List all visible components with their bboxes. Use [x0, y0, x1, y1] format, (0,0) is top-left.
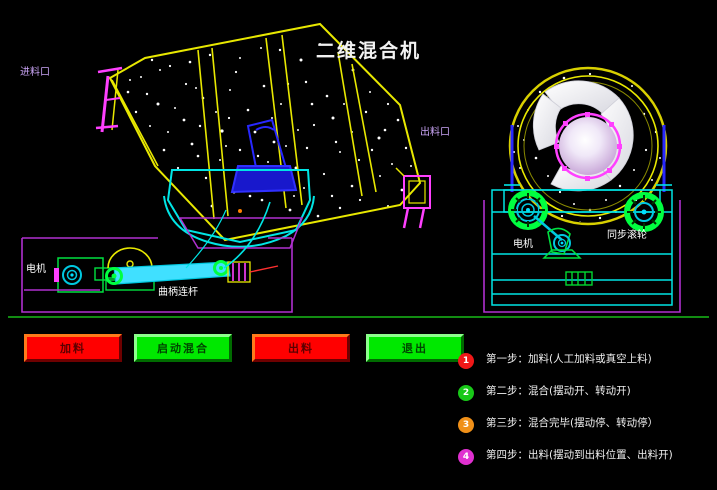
- label-discharge-outlet: 出料口: [420, 127, 450, 138]
- swing-cradle: [163, 169, 315, 248]
- label-sync-roller: 同步滚轮: [607, 230, 647, 241]
- right-outer-frame: [483, 200, 681, 313]
- step-text: 第三步：混合完毕(摆动停、转动停）: [486, 417, 659, 429]
- control-button-bar: 加料 启动混合 出料 退出: [0, 334, 464, 368]
- discharge-port: [395, 167, 431, 229]
- crank-linkage: [94, 201, 279, 291]
- step-text: 第二步：混合(摆动开、转动开): [486, 385, 631, 397]
- discharge-button[interactable]: 出料: [252, 334, 350, 362]
- step-item: 4 第四步：出料(摆动到出料位置、出料开): [458, 448, 708, 470]
- drum-shell-outline: [108, 22, 422, 242]
- process-step-list: 1 第一步：加料(人工加料或真空上料) 2 第二步：混合(摆动开、转动开) 3 …: [458, 352, 708, 480]
- feed-button[interactable]: 加料: [24, 334, 122, 362]
- rotor-teeth: [554, 112, 622, 181]
- step-number-badge: 1: [458, 353, 474, 369]
- inner-chute: [230, 118, 298, 194]
- drum-particles: [110, 24, 420, 240]
- label-motor-right: 电机: [513, 239, 533, 250]
- left-drum-assembly: [21, 22, 431, 313]
- step-text: 第一步：加料(人工加料或真空上料): [486, 353, 652, 365]
- step-number-badge: 4: [458, 449, 474, 465]
- right-front-view: [483, 66, 681, 313]
- left-base-frame: [21, 237, 293, 313]
- bowl-frame: [178, 217, 304, 249]
- step-number-badge: 3: [458, 417, 474, 433]
- base-detail: [565, 271, 593, 286]
- start-mixing-button[interactable]: 启动混合: [134, 334, 232, 362]
- label-crank-rod: 曲柄连杆: [158, 287, 198, 298]
- drum-ribs: [111, 34, 377, 220]
- label-feed-inlet: 进料口: [20, 67, 50, 78]
- drum-inner-ring: [517, 75, 659, 217]
- right-motor: [533, 215, 582, 259]
- step-item: 3 第三步：混合完毕(摆动停、转动停）: [458, 416, 708, 438]
- vertical-supports: [510, 125, 666, 192]
- step-item: 1 第一步：加料(人工加料或真空上料): [458, 352, 708, 374]
- exit-button[interactable]: 退出: [366, 334, 464, 362]
- drum-outer-ring: [508, 66, 668, 226]
- material-core: [559, 117, 617, 175]
- step-item: 2 第二步：混合(摆动开、转动开): [458, 384, 708, 406]
- left-motor: [24, 257, 104, 293]
- sync-roller-right: [624, 192, 664, 232]
- feed-port: [95, 66, 123, 133]
- step-text: 第四步：出料(摆动到出料位置、出料开): [486, 449, 673, 461]
- indicator-dot: [238, 209, 242, 213]
- label-motor-left: 电机: [26, 264, 46, 275]
- step-number-badge: 2: [458, 385, 474, 401]
